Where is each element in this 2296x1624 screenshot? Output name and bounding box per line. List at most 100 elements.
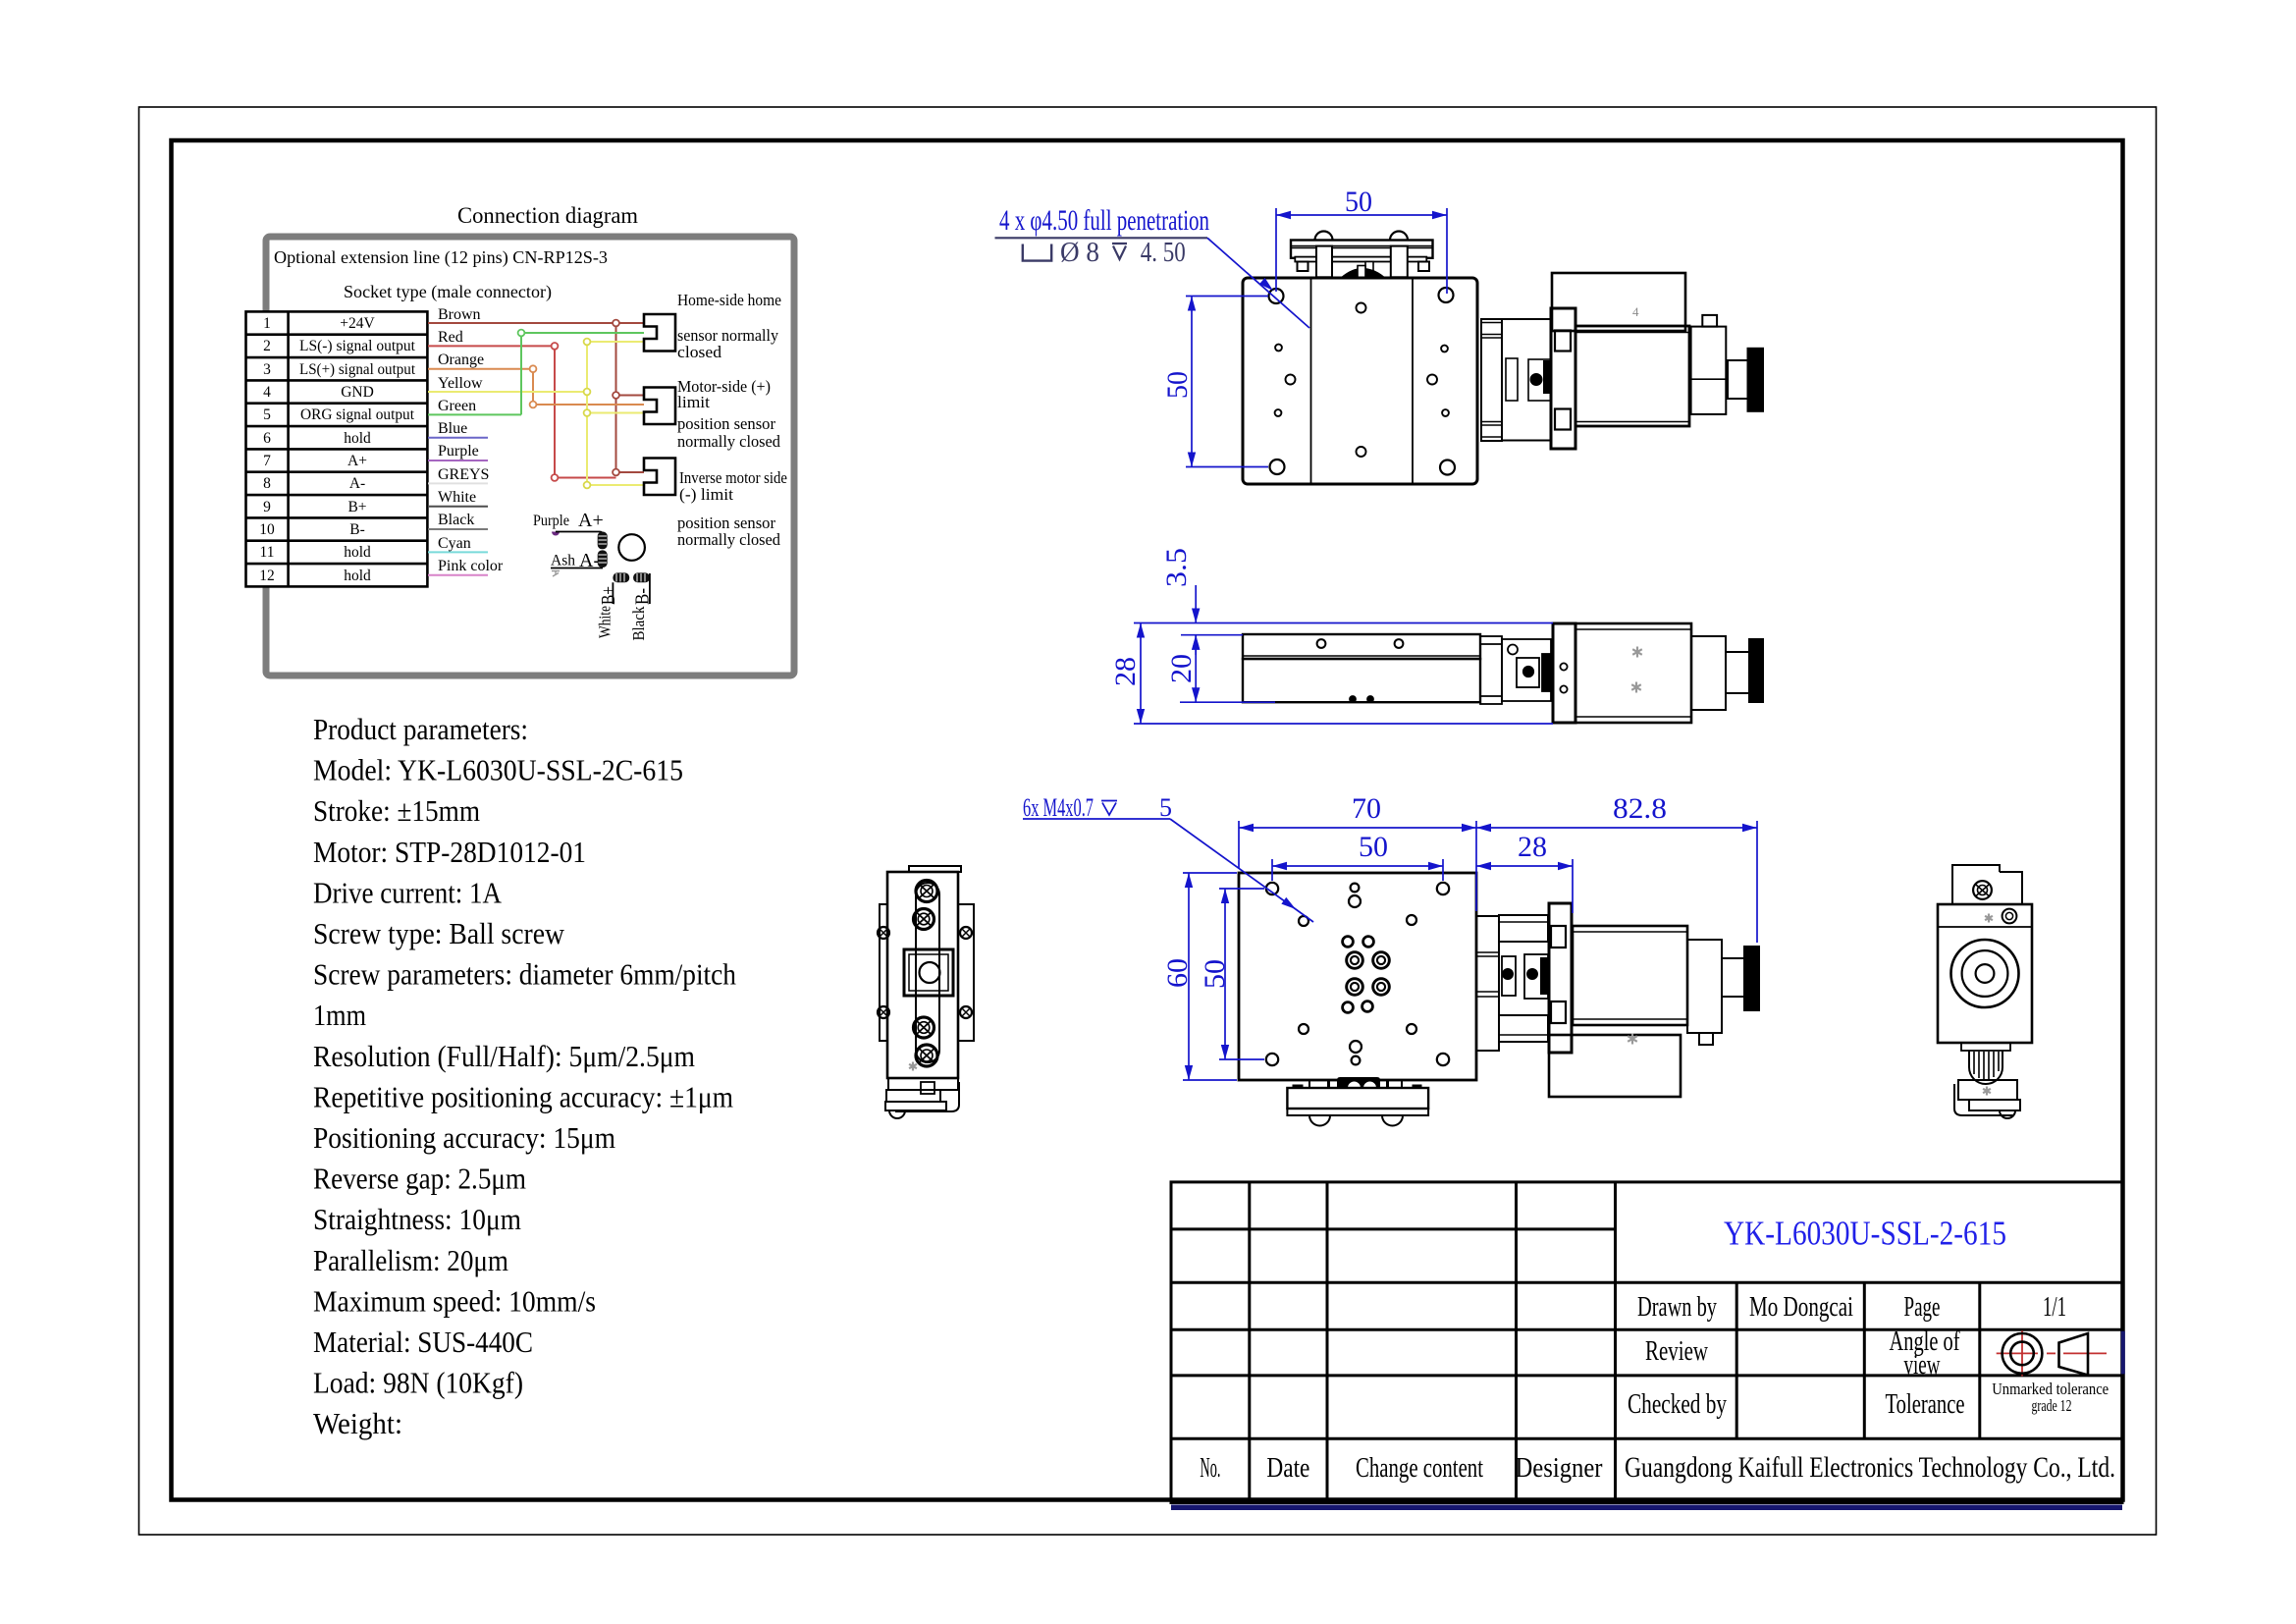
svg-text:Repetitive positioning accurac: Repetitive positioning accuracy: ±1μm	[313, 1079, 733, 1113]
svg-text:Ø 8: Ø 8	[1060, 237, 1099, 268]
svg-text:Purple: Purple	[533, 513, 569, 529]
svg-text:LS(+) signal output: LS(+) signal output	[299, 361, 416, 378]
svg-text:GND: GND	[341, 384, 374, 401]
svg-text:Green: Green	[438, 398, 476, 414]
svg-text:Review: Review	[1645, 1336, 1709, 1367]
svg-text:6x M4x0.7: 6x M4x0.7	[1023, 793, 1094, 822]
svg-text:Pink color: Pink color	[438, 558, 504, 574]
svg-text:6: 6	[263, 430, 271, 447]
svg-text:4. 50: 4. 50	[1141, 237, 1186, 268]
svg-text:A-: A-	[579, 550, 600, 571]
svg-text:Motor: STP-28D1012-01: Motor: STP-28D1012-01	[313, 835, 586, 869]
svg-text:hold: hold	[344, 544, 371, 561]
svg-text:12: 12	[259, 568, 275, 584]
svg-text:Brown: Brown	[438, 306, 481, 323]
svg-text:Product parameters:: Product parameters:	[313, 712, 528, 746]
svg-text:YK-L6030U-SSL-2-615: YK-L6030U-SSL-2-615	[1724, 1215, 2006, 1253]
svg-text:4 x φ4.50 full penetration: 4 x φ4.50 full penetration	[999, 204, 1209, 237]
svg-text:normally closed: normally closed	[677, 530, 781, 549]
svg-text:Socket type (male connector): Socket type (male connector)	[344, 282, 552, 301]
svg-text:10: 10	[259, 521, 275, 538]
svg-text:Resolution (Full/Half): 5μm/2.: Resolution (Full/Half): 5μm/2.5μm	[313, 1039, 695, 1073]
svg-text:Home-side home: Home-side home	[677, 291, 781, 309]
svg-text:hold: hold	[344, 568, 371, 584]
svg-text:closed: closed	[677, 343, 722, 361]
svg-text:1: 1	[263, 315, 271, 332]
svg-text:Drive current: 1A: Drive current: 1A	[313, 875, 503, 909]
svg-text:Drawn by: Drawn by	[1637, 1292, 1717, 1323]
svg-text:(-) limit: (-) limit	[679, 485, 733, 504]
svg-text:20: 20	[1165, 654, 1198, 683]
svg-text:position sensor: position sensor	[677, 414, 775, 433]
svg-text:8: 8	[263, 475, 271, 492]
svg-text:11: 11	[260, 544, 275, 561]
svg-text:normally closed: normally closed	[677, 432, 781, 451]
svg-text:50: 50	[1345, 186, 1372, 218]
svg-text:Checked by: Checked by	[1628, 1389, 1727, 1420]
svg-text:Weight:: Weight:	[313, 1406, 402, 1440]
svg-text:B-: B-	[632, 588, 654, 605]
svg-text:Mo Dongcai: Mo Dongcai	[1749, 1292, 1853, 1323]
svg-text:Page: Page	[1904, 1292, 1941, 1323]
svg-text:Yellow: Yellow	[438, 375, 483, 392]
svg-text:Cyan: Cyan	[438, 535, 471, 552]
svg-text:No.: No.	[1200, 1453, 1220, 1484]
svg-text:+24V: +24V	[340, 315, 375, 332]
svg-text:7: 7	[263, 453, 271, 469]
svg-text:Change content: Change content	[1356, 1453, 1483, 1484]
svg-text:Date: Date	[1266, 1453, 1309, 1484]
svg-text:Black: Black	[629, 606, 648, 641]
svg-text:4: 4	[263, 384, 271, 401]
svg-text:Material: SUS-440C: Material: SUS-440C	[313, 1325, 533, 1359]
svg-text:position sensor: position sensor	[677, 514, 775, 532]
svg-text:5: 5	[1159, 793, 1172, 822]
svg-text:White: White	[438, 489, 476, 506]
svg-text:grade 12: grade 12	[2032, 1396, 2072, 1415]
svg-text:Reverse gap: 2.5μm: Reverse gap: 2.5μm	[313, 1162, 526, 1196]
svg-text:LS(-) signal output: LS(-) signal output	[299, 338, 416, 354]
svg-text:Guangdong Kaifull Electronics: Guangdong Kaifull Electronics Technology…	[1625, 1451, 2115, 1484]
svg-text:GREYS: GREYS	[438, 466, 489, 483]
svg-text:Tolerance: Tolerance	[1886, 1389, 1965, 1420]
svg-text:Maximum speed: 10mm/s: Maximum speed: 10mm/s	[313, 1283, 596, 1318]
svg-text:hold: hold	[344, 430, 371, 447]
svg-text:Connection diagram: Connection diagram	[457, 203, 638, 228]
svg-text:4: 4	[1632, 304, 1639, 319]
svg-text:Red: Red	[438, 329, 463, 346]
svg-text:70: 70	[1352, 792, 1381, 825]
svg-text:Screw parameters: diameter 6mm: Screw parameters: diameter 6mm/pitch	[313, 957, 736, 992]
svg-text:B+: B+	[347, 499, 366, 515]
svg-text:50: 50	[1199, 959, 1231, 989]
svg-text:ORG signal output: ORG signal output	[300, 406, 415, 423]
svg-text:A+: A+	[578, 510, 604, 531]
svg-text:Optional extension line (12 pi: Optional extension line (12 pins) CN-RP1…	[274, 247, 608, 267]
svg-text:sensor normally: sensor normally	[677, 326, 779, 345]
svg-text:Screw type: Ball screw: Screw type: Ball screw	[313, 916, 565, 950]
svg-text:Model: YK-L6030U-SSL-2C-615: Model: YK-L6030U-SSL-2C-615	[313, 753, 683, 787]
svg-text:B+: B+	[598, 586, 619, 605]
svg-text:28: 28	[1518, 831, 1547, 863]
svg-text:Motor-side (+): Motor-side (+)	[677, 377, 771, 396]
svg-text:A+: A+	[347, 453, 367, 469]
svg-text:82.8: 82.8	[1613, 792, 1667, 825]
svg-text:A-: A-	[349, 475, 365, 492]
svg-text:3: 3	[263, 361, 271, 378]
svg-text:Parallelism: 20μm: Parallelism: 20μm	[313, 1243, 508, 1277]
svg-text:Positioning accuracy: 15μm: Positioning accuracy: 15μm	[313, 1120, 615, 1155]
svg-text:Unmarked tolerance: Unmarked tolerance	[1992, 1380, 2109, 1398]
svg-text:Stroke: ±15mm: Stroke: ±15mm	[313, 793, 480, 828]
svg-text:3.5: 3.5	[1160, 548, 1193, 587]
svg-text:9: 9	[263, 499, 271, 515]
svg-text:Load: 98N (10Kgf): Load: 98N (10Kgf)	[313, 1366, 523, 1400]
svg-text:5: 5	[263, 406, 271, 423]
svg-text:limit: limit	[677, 393, 710, 411]
svg-text:Blue: Blue	[438, 420, 467, 437]
svg-text:60: 60	[1161, 958, 1194, 988]
svg-text:Designer: Designer	[1516, 1453, 1604, 1484]
svg-text:Purple: Purple	[438, 443, 479, 460]
svg-text:50: 50	[1359, 831, 1388, 863]
svg-text:White: White	[596, 606, 614, 638]
svg-text:Inverse motor side: Inverse motor side	[679, 468, 787, 487]
svg-text:28: 28	[1109, 657, 1142, 686]
svg-text:Straightness: 10μm: Straightness: 10μm	[313, 1202, 521, 1236]
